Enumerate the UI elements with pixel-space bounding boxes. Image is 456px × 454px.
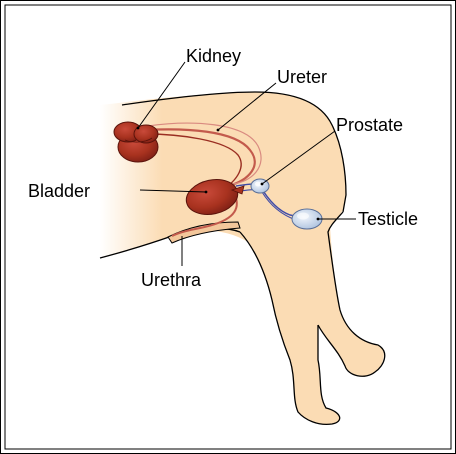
bladder-leader-dot <box>205 191 208 194</box>
bladder-label: Bladder <box>28 181 90 201</box>
prostate-leader-dot <box>261 183 264 186</box>
kidney-leader-dot <box>137 127 140 130</box>
prostate-label: Prostate <box>336 115 403 135</box>
kidney-label: Kidney <box>186 46 241 66</box>
testicle-leader-dot <box>317 218 320 221</box>
ureter-leader-dot <box>217 129 220 132</box>
ureter-label: Ureter <box>277 67 327 87</box>
testicle-label: Testicle <box>358 209 418 229</box>
urethra-label: Urethra <box>141 270 202 290</box>
